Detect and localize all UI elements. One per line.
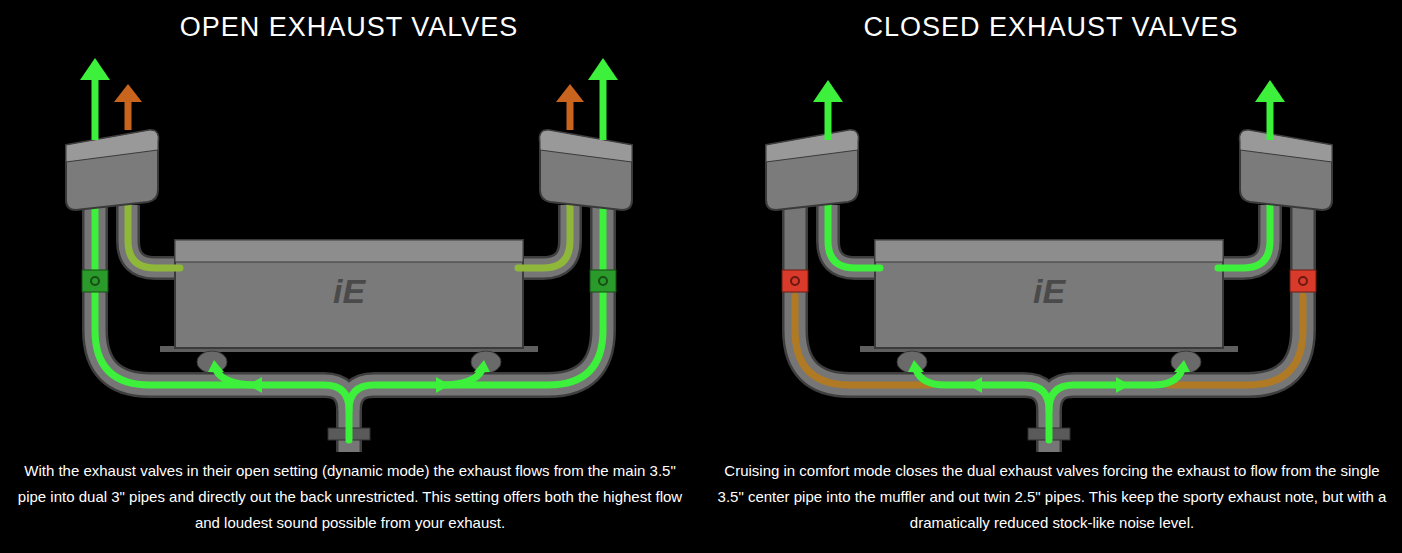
muffler-logo: iE <box>875 272 1223 311</box>
description-text: With the exhaust valves in their open se… <box>10 458 690 536</box>
panel-heading: OPEN EXHAUST VALVES <box>0 12 698 43</box>
description-text: Cruising in comfort mode closes the dual… <box>712 458 1392 536</box>
panel-heading: CLOSED EXHAUST VALVES <box>700 12 1402 43</box>
muffler-logo: iE <box>175 272 523 311</box>
open-exhaust-system <box>66 58 632 452</box>
closed-exhaust-system <box>766 80 1332 452</box>
